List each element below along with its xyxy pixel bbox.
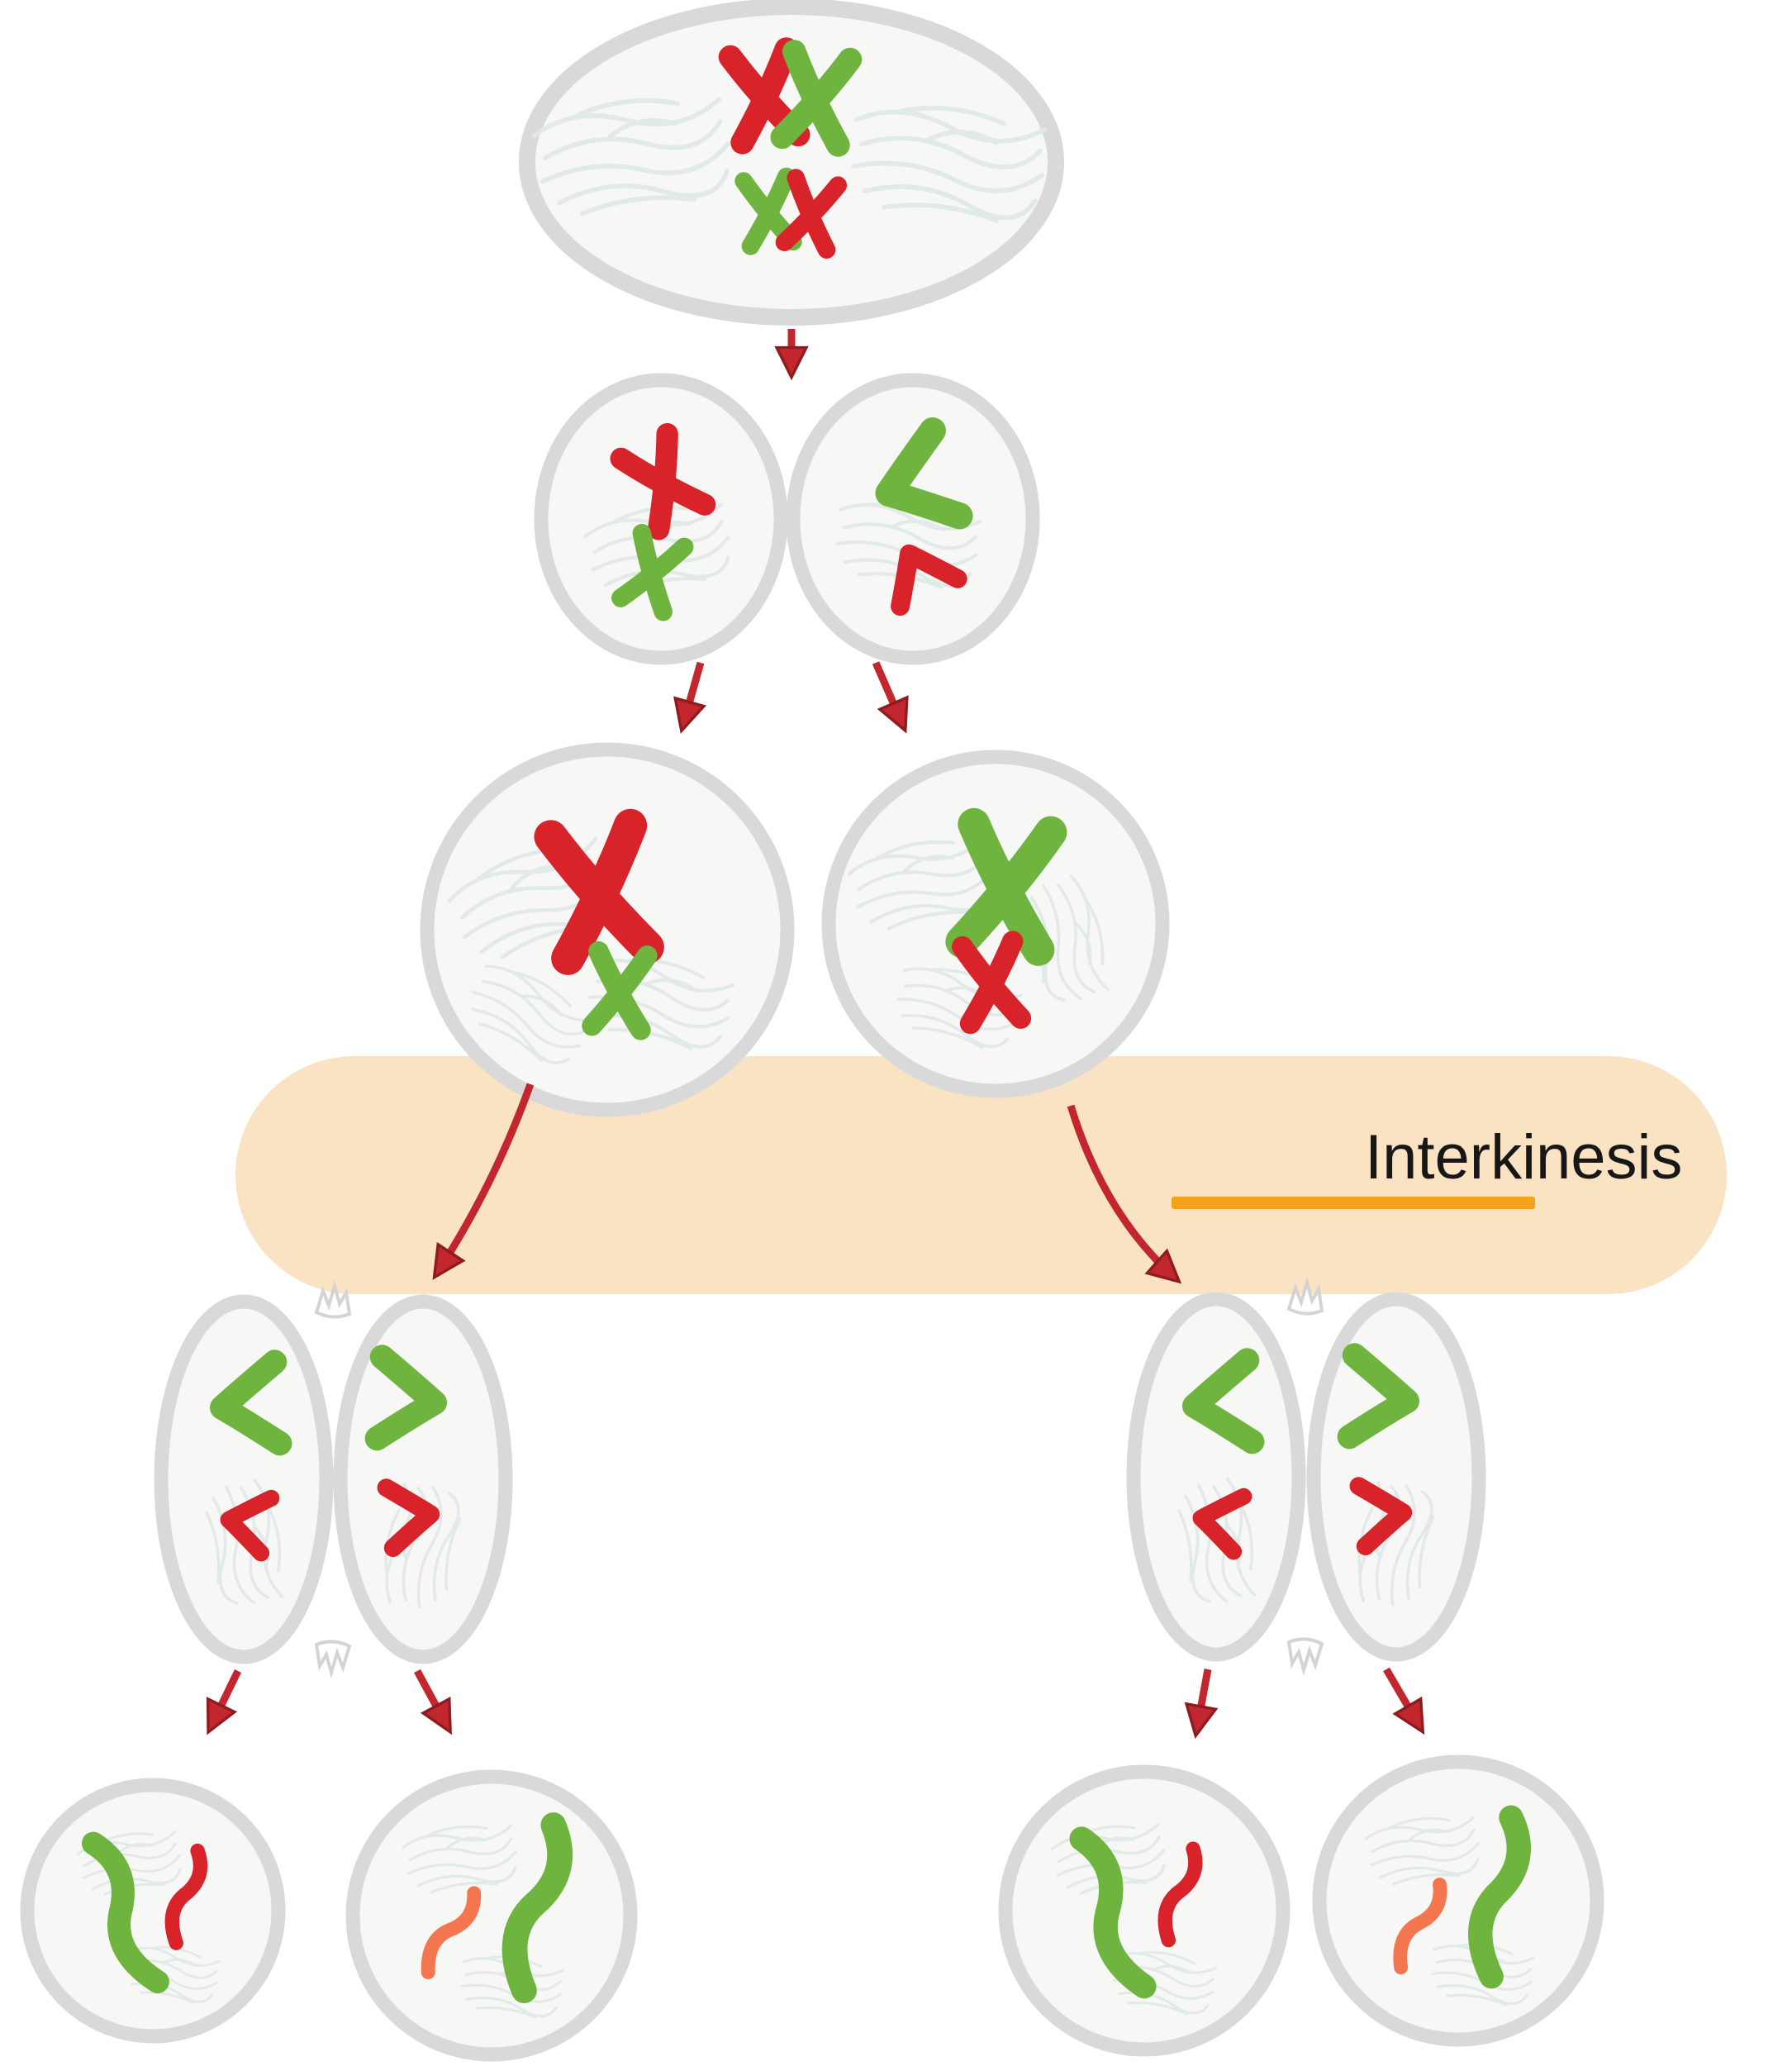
- arrow-to-gamete-1: [206, 1669, 242, 1735]
- gamete-3: [998, 1764, 1291, 2057]
- arrow-to-gamete-3: [1184, 1669, 1219, 1740]
- meiosis-ii-cell-left: [154, 1284, 513, 1674]
- gamete-membrane: [345, 1769, 638, 2062]
- arrow-to-meiosis2-left: [432, 1083, 535, 1280]
- gamete-1: [20, 1778, 286, 2044]
- meiosis2-right-lobe: [333, 1294, 513, 1664]
- spindle-pole-bottom: [1287, 1637, 1324, 1672]
- gamete-membrane: [1312, 1754, 1604, 2047]
- gamete-membrane: [20, 1778, 286, 2044]
- meiosis2-right-lobe: [1306, 1292, 1486, 1662]
- daughter-cell-right: [821, 750, 1170, 1098]
- arrow-to-gamete-2: [414, 1669, 452, 1735]
- spindle-pole-bottom: [315, 1640, 351, 1674]
- gamete-membrane: [998, 1764, 1291, 2057]
- daughter-left-membrane: [420, 742, 795, 1117]
- telophase-i-cell: [534, 373, 1040, 665]
- gamete-4: [1312, 1754, 1604, 2047]
- meiosis-ii-cell-right: [1126, 1281, 1486, 1672]
- daughter-cell-left: [420, 742, 795, 1117]
- arrow-to-daughter-left: [673, 661, 706, 734]
- interkinesis-underline: [1172, 1197, 1535, 1209]
- meiosis2-left-lobe: [154, 1294, 334, 1664]
- gamete-2: [345, 1769, 638, 2062]
- interkinesis-label: Interkinesis: [1365, 1122, 1682, 1192]
- arrow-to-daughter-right: [872, 661, 909, 734]
- arrow-to-gamete-4: [1383, 1667, 1425, 1735]
- parent-cell-membrane: [519, 0, 1064, 326]
- meiosis2-left-lobe: [1126, 1292, 1306, 1662]
- arrow-to-meiosis2-right: [1067, 1104, 1182, 1284]
- parent-cell: [519, 0, 1064, 326]
